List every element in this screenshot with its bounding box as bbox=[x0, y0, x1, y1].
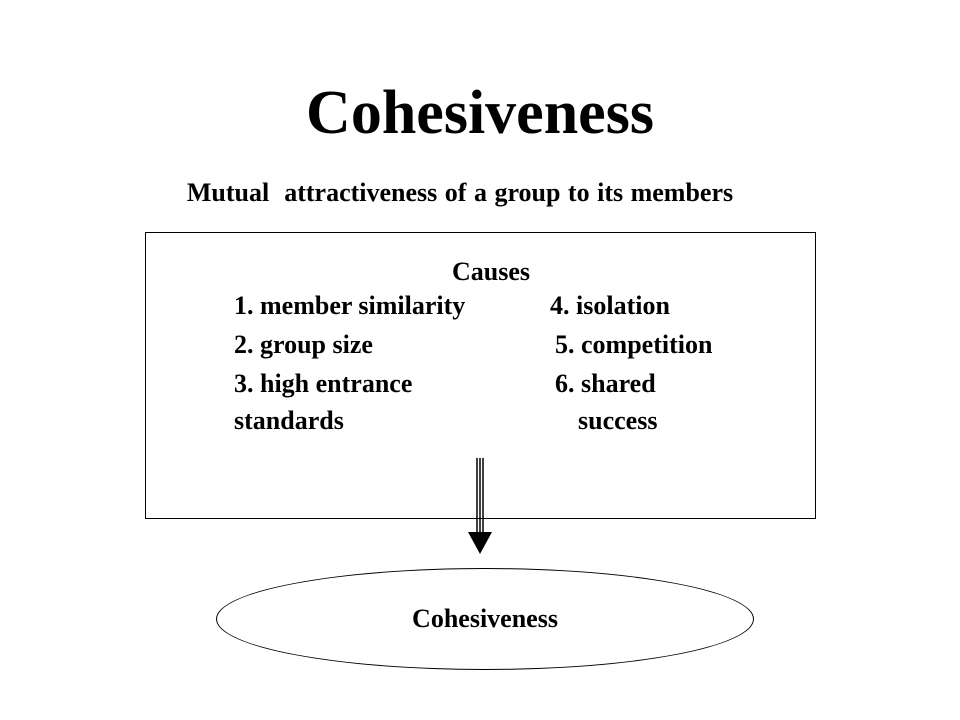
arrow-head bbox=[468, 532, 492, 554]
result-label: Cohesiveness bbox=[412, 604, 558, 633]
down-arrow-icon bbox=[468, 458, 492, 554]
cause-item: success bbox=[578, 406, 658, 435]
cause-item: standards bbox=[234, 406, 344, 435]
causes-heading: Causes bbox=[451, 257, 530, 286]
cause-item: 4. isolation bbox=[550, 291, 670, 320]
result-ellipse: Cohesiveness bbox=[216, 568, 754, 670]
cause-item: 2. group size bbox=[234, 330, 373, 359]
page-title: Cohesiveness bbox=[306, 79, 654, 147]
cause-item: 3. high entrance bbox=[234, 369, 413, 398]
cause-item: 5. competition bbox=[555, 330, 713, 359]
causes-box: Causes 1. member similarity 2. group siz… bbox=[145, 232, 816, 519]
cause-item: 1. member similarity bbox=[234, 291, 466, 320]
cause-item: 6. shared bbox=[555, 369, 656, 398]
definition-subtitle: Mutual attractiveness of a group to its … bbox=[186, 178, 734, 207]
